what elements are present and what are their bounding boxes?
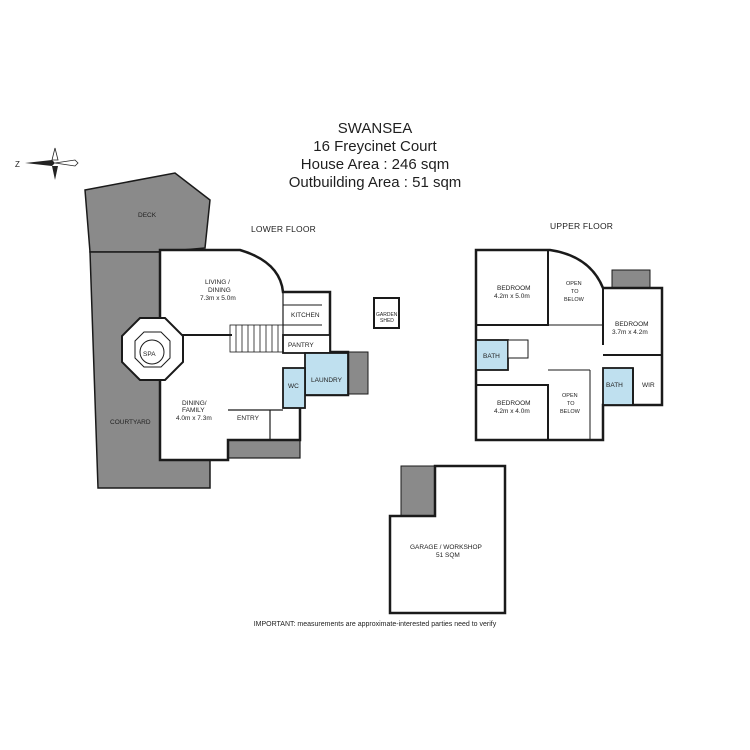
wir-label: WIR <box>642 382 655 389</box>
wc-room <box>282 367 306 409</box>
bedroom-1-label: BEDROOM <box>497 285 531 292</box>
dining-label: DINING/ <box>182 400 207 407</box>
garage-label: GARAGE / WORKSHOP <box>410 544 482 551</box>
compass-label: Z <box>15 160 20 169</box>
living-label-2: DINING <box>208 287 231 294</box>
open-below-1-a: OPEN <box>566 281 582 287</box>
open-below-2-b: TO <box>567 401 575 407</box>
lower-stairs <box>229 324 284 353</box>
upper-floor-title: UPPER FLOOR <box>550 221 614 231</box>
entry-label: ENTRY <box>237 415 260 422</box>
side-path <box>347 351 369 395</box>
open-below-2-c: BELOW <box>560 409 581 415</box>
bedroom-2-dimensions: 3.7m x 4.2m <box>612 329 648 336</box>
bedroom-3-dimensions: 4.2m x 4.0m <box>494 408 530 415</box>
laundry-room <box>304 352 349 396</box>
open-below-1-b: TO <box>571 289 579 295</box>
spa-label: SPA <box>143 351 156 358</box>
measurement-note: IMPORTANT: measurements are approximate-… <box>253 621 497 628</box>
garage: GARAGE / WORKSHOP 51 SQM <box>388 464 507 615</box>
outbuilding-area: Outbuilding Area : 51 sqm <box>288 174 462 191</box>
house-outline <box>158 248 350 462</box>
garage-outline <box>388 464 507 615</box>
garage-annex <box>400 465 436 517</box>
dining-label-2: FAMILY <box>182 407 205 414</box>
bedroom-2-label: BEDROOM <box>615 321 649 328</box>
lower-floor: DECK COURTYARD SPA LIVING / DINING 7.3m … <box>84 172 400 489</box>
pantry-label: PANTRY <box>288 342 314 349</box>
living-label: LIVING / <box>205 279 230 286</box>
upper-floor: BEDROOM 4.2m x 5.0m OPEN TO BELOW BEDROO… <box>474 248 664 442</box>
bath-2-label: BATH <box>606 382 623 389</box>
laundry-label: LAUNDRY <box>311 377 343 384</box>
open-below-2-a: OPEN <box>562 393 578 399</box>
open-below-1-c: BELOW <box>564 297 585 303</box>
bedroom-3-label: BEDROOM <box>497 400 531 407</box>
dining-dimensions: 4.0m x 7.3m <box>176 415 212 422</box>
garden-shed-label: GARDEN <box>376 312 398 318</box>
house-area: House Area : 246 sqm <box>300 156 450 173</box>
kitchen-label: KITCHEN <box>291 312 320 319</box>
garden-shed <box>373 297 400 329</box>
deck-label: DECK <box>138 212 157 219</box>
lower-floor-title: LOWER FLOOR <box>251 224 317 234</box>
property-title: SWANSEA <box>337 120 413 137</box>
courtyard-label: COURTYARD <box>110 419 151 426</box>
garden-shed-label-2: SHED <box>380 318 394 324</box>
upper-bath-1 <box>475 339 509 371</box>
entry-path <box>227 439 301 459</box>
garage-area: 51 SQM <box>436 552 460 559</box>
bath-1-label: BATH <box>483 353 500 360</box>
upper-balcony <box>611 269 651 289</box>
property-address: 16 Freycinet Court <box>313 138 437 155</box>
bedroom-1-dimensions: 4.2m x 5.0m <box>494 293 530 300</box>
compass-icon: Z <box>15 147 79 180</box>
upper-bath-2 <box>602 367 634 406</box>
wc-label: WC <box>288 383 299 390</box>
living-dimensions: 7.3m x 5.0m <box>200 295 236 302</box>
